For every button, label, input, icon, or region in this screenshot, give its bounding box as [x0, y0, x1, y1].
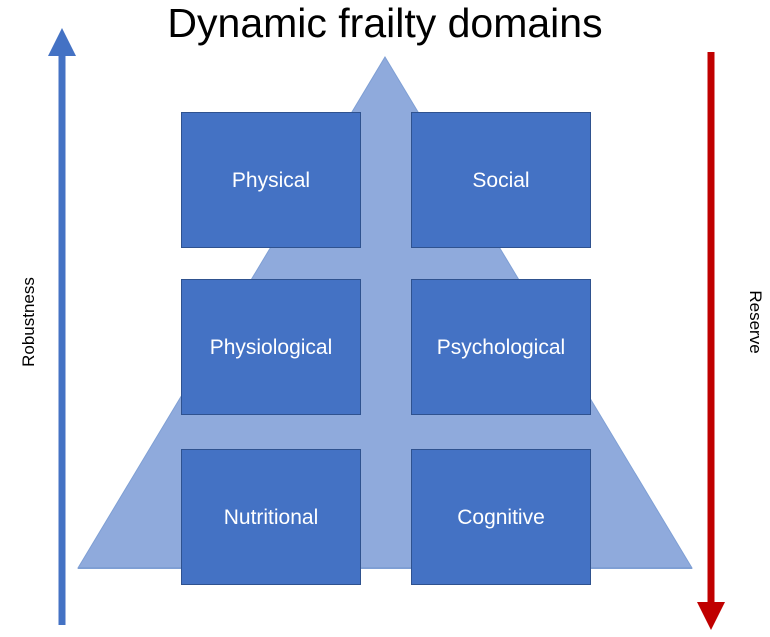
domain-box-social: Social [411, 112, 591, 248]
robustness-axis-label: Robustness [19, 277, 38, 367]
domain-label-psychological: Psychological [436, 335, 566, 359]
reserve-axis-label: Reserve [746, 290, 765, 354]
pyramid-shape [77, 56, 693, 569]
domain-label-physiological: Physiological [209, 335, 333, 359]
domain-label-cognitive: Cognitive [457, 505, 545, 529]
robustness-arrow [48, 28, 76, 625]
page-title: Dynamic frailty domains [167, 0, 603, 46]
domain-box-physical: Physical [181, 112, 361, 248]
domain-box-nutritional: Nutritional [181, 449, 361, 585]
domain-box-psychological: Psychological [411, 279, 591, 415]
domain-label-social: Social [472, 168, 530, 192]
reserve-arrow [697, 52, 725, 630]
domain-box-physiological: Physiological [181, 279, 361, 415]
domain-label-nutritional: Nutritional [223, 505, 319, 529]
domain-label-physical: Physical [231, 168, 311, 192]
domain-box-cognitive: Cognitive [411, 449, 591, 585]
